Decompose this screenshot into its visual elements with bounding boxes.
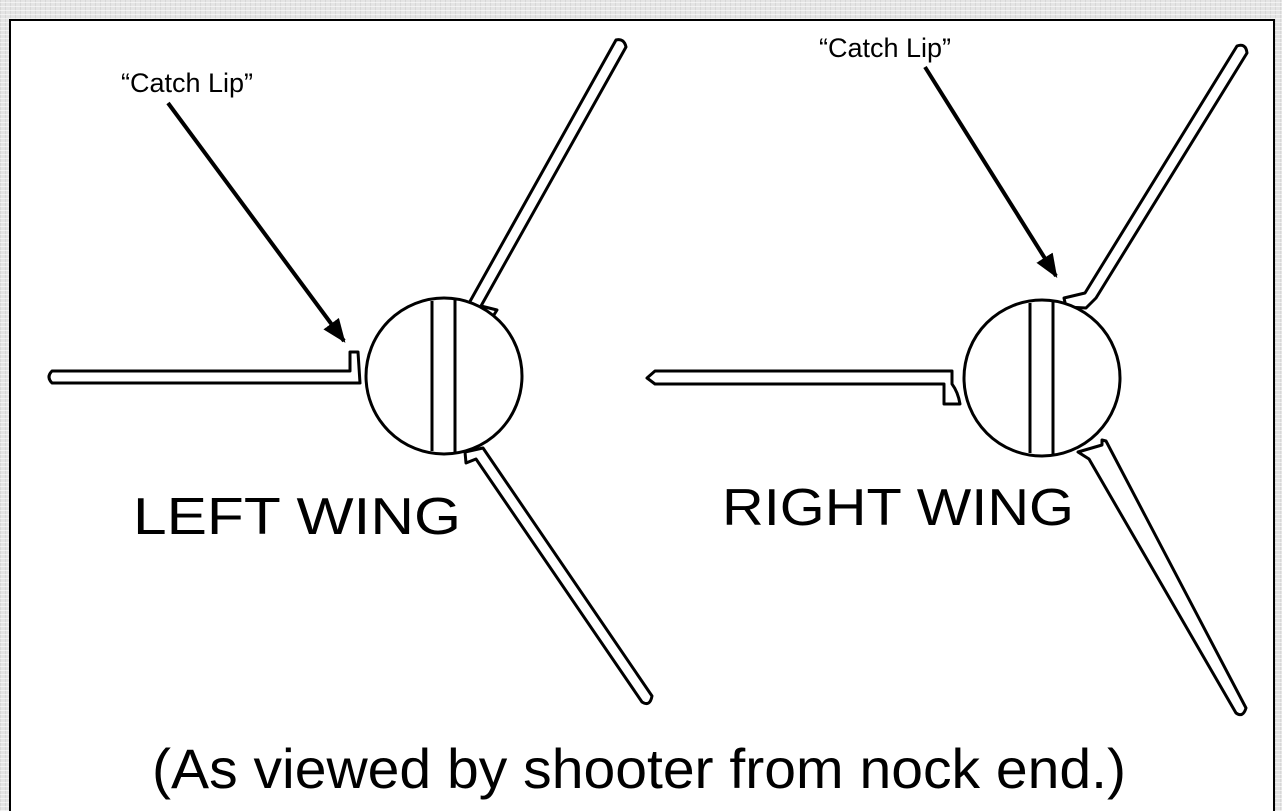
- left-wing-figure: “Catch Lip” LEFT WING: [47, 38, 654, 705]
- right-wing-title: RIGHT WING: [722, 479, 1074, 537]
- right-wing-lower-vane: [1076, 438, 1248, 717]
- right-catch-lip-label: “Catch Lip”: [819, 33, 951, 63]
- left-wing-hub-circle: [364, 296, 524, 456]
- diagram-caption: (As viewed by shooter from nock end.): [152, 737, 1126, 800]
- right-wing-hub-circle: [962, 298, 1122, 458]
- left-catch-lip-arrow: [166, 101, 346, 343]
- right-wing-horizontal-vane: [645, 369, 962, 406]
- left-wing-lower-vane: [463, 446, 654, 705]
- left-wing-horizontal-vane: [47, 350, 362, 385]
- right-catch-lip-arrow: [923, 65, 1058, 279]
- left-wing-upper-vane: [466, 38, 628, 320]
- left-wing-title: LEFT WING: [133, 488, 461, 546]
- right-wing-upper-vane: [1062, 43, 1249, 310]
- left-catch-lip-label: “Catch Lip”: [121, 68, 253, 98]
- right-wing-figure: “Catch Lip” RIGHT WING: [645, 33, 1249, 717]
